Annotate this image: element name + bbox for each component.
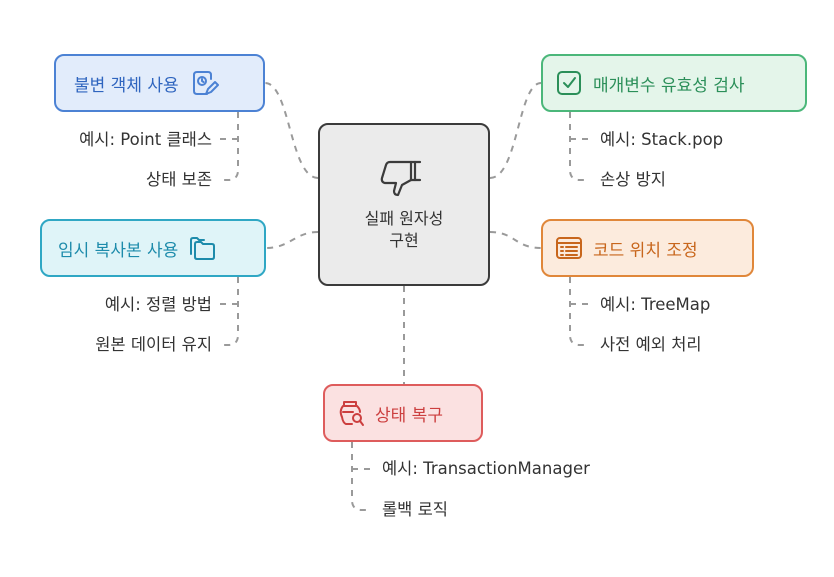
- branch-code-reorder: 코드 위치 조정: [541, 219, 754, 277]
- center-label-line2: 구현: [389, 230, 419, 250]
- branch-label: 임시 복사본 사용: [58, 240, 179, 261]
- center-node: 실패 원자성 구현: [318, 123, 490, 286]
- edit-document-icon: [192, 71, 219, 95]
- center-label-line1: 실패 원자성: [364, 208, 444, 228]
- branch-param-validation: 매개변수 유효성 검사: [541, 54, 807, 112]
- code-window-icon: [556, 237, 582, 259]
- branch-label: 상태 복구: [375, 405, 443, 426]
- leaf-text: 예시: TransactionManager: [382, 459, 590, 478]
- folders-icon: [190, 237, 216, 260]
- branch-label: 매개변수 유효성 검사: [593, 75, 745, 96]
- branch-label: 코드 위치 조정: [593, 240, 698, 261]
- check-square-icon: [557, 71, 581, 95]
- leaf-text: 롤백 로직: [382, 500, 448, 519]
- restore-jar-icon: [339, 401, 364, 426]
- leaf-text: 상태 보존: [146, 170, 212, 189]
- branch-immutable-objects: 불변 객체 사용: [54, 54, 265, 112]
- leaf-text: 예시: Point 클래스: [79, 130, 212, 149]
- leaf-text: 예시: 정렬 방법: [104, 295, 212, 314]
- leaf-text: 예시: TreeMap: [600, 295, 711, 314]
- branch-label: 불변 객체 사용: [74, 75, 179, 96]
- branch-state-restore: 상태 복구: [323, 384, 483, 442]
- center-label: 실패 원자성 구현: [365, 208, 444, 252]
- leaf-text: 손상 방지: [600, 170, 666, 189]
- branch-temp-copy: 임시 복사본 사용: [40, 219, 266, 277]
- leaf-text: 사전 예외 처리: [600, 335, 702, 354]
- leaf-text: 예시: Stack.pop: [600, 130, 724, 149]
- leaf-text: 원본 데이터 유지: [95, 335, 212, 354]
- thumbs-down-icon: [380, 160, 422, 196]
